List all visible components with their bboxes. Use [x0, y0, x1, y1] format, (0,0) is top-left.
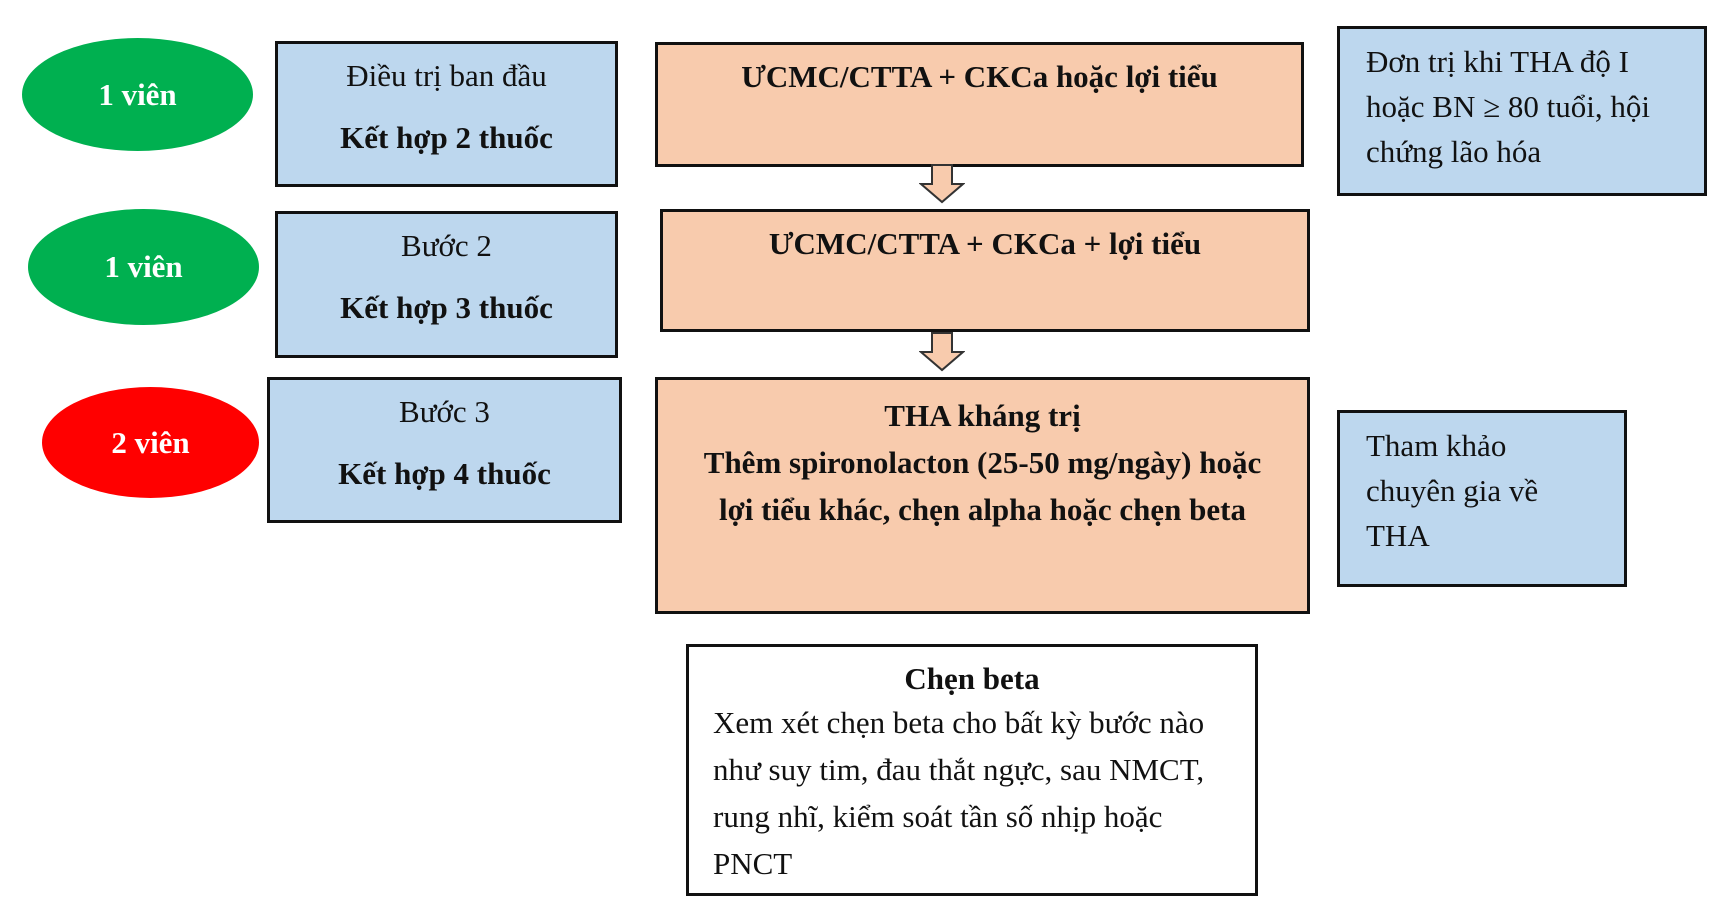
- combo-label: Kết hợp 2 thuốc: [340, 120, 553, 155]
- pill-count-step-2: 1 viên: [28, 209, 259, 325]
- regimen-box-2: ƯCMC/CTTA + CKCa + lợi tiểu: [660, 209, 1310, 332]
- regimen-text: ƯCMC/CTTA + CKCa hoặc lợi tiểu: [741, 59, 1218, 94]
- step-box-initial: Điều trị ban đầu Kết hợp 2 thuốc: [275, 41, 618, 187]
- pill-count-step-3: 2 viên: [42, 387, 259, 498]
- pill-label: 1 viên: [98, 76, 177, 112]
- pill-count-step-1: 1 viên: [22, 38, 253, 151]
- step-label: Bước 2: [401, 228, 492, 263]
- step-label: Điều trị ban đầu: [346, 58, 547, 93]
- monotherapy-note: Đơn trị khi THA độ I hoặc BN ≥ 80 tuổi, …: [1337, 26, 1707, 196]
- step-box-3: Bước 3 Kết hợp 4 thuốc: [267, 377, 622, 523]
- beta-text: Xem xét chẹn beta cho bất kỳ bước nào nh…: [713, 705, 1205, 881]
- regimen-box-1: ƯCMC/CTTA + CKCa hoặc lợi tiểu: [655, 42, 1304, 167]
- down-arrow-icon: [919, 164, 965, 204]
- combo-label: Kết hợp 3 thuốc: [340, 290, 553, 325]
- beta-title: Chẹn beta: [904, 661, 1040, 696]
- note-text: Đơn trị khi THA độ I hoặc BN ≥ 80 tuổi, …: [1366, 44, 1650, 169]
- step-label: Bước 3: [399, 394, 490, 429]
- regimen-text: Thêm spironolacton (25-50 mg/ngày) hoặc …: [703, 445, 1262, 527]
- resistant-title: THA kháng trị: [884, 398, 1081, 433]
- pill-label: 2 viên: [111, 424, 190, 460]
- down-arrow-icon: [919, 332, 965, 372]
- pill-label: 1 viên: [104, 249, 183, 284]
- beta-blocker-box: Chẹn beta Xem xét chẹn beta cho bất kỳ b…: [686, 644, 1258, 896]
- note-text: Tham khảo chuyên gia về THA: [1366, 428, 1539, 553]
- step-box-2: Bước 2 Kết hợp 3 thuốc: [275, 211, 618, 358]
- combo-label: Kết hợp 4 thuốc: [338, 456, 551, 491]
- regimen-box-3: THA kháng trị Thêm spironolacton (25-50 …: [655, 377, 1310, 614]
- regimen-text: ƯCMC/CTTA + CKCa + lợi tiểu: [768, 226, 1202, 261]
- expert-note: Tham khảo chuyên gia về THA: [1337, 410, 1627, 587]
